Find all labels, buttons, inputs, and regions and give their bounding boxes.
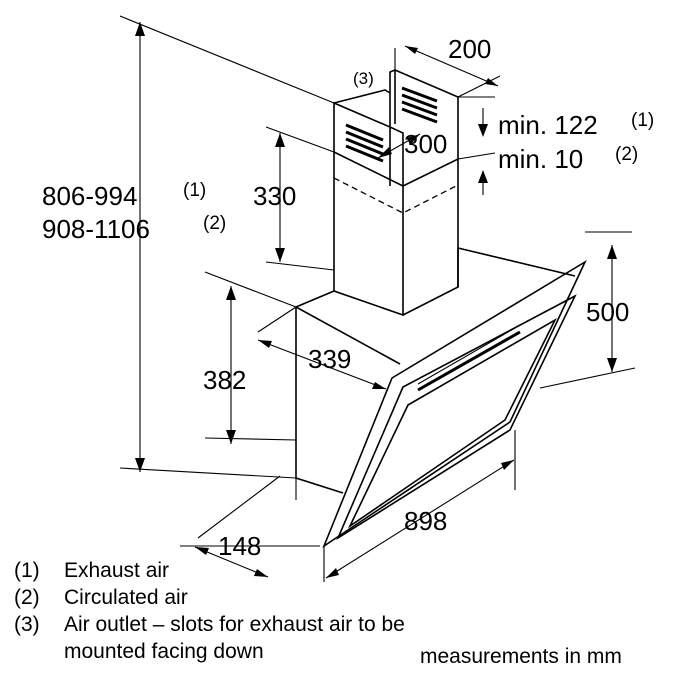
label-glass-height: 500 [586,297,629,327]
label-wall-offset: 148 [218,531,261,561]
legend-item3-text-line2: mounted facing down [64,640,264,663]
label-min-exhaust-note: (1) [631,110,654,131]
label-chimney-width: 200 [448,34,491,64]
legend-item1-text: Exhaust air [64,559,169,582]
dim-total-height [119,15,335,479]
label-total-height-alt: 908-1106 [42,214,150,244]
label-glass-width: 898 [404,506,447,536]
dim-chimney-height [265,126,335,271]
label-min-circulated: min. 10 [498,144,583,174]
dim-wall-offset [180,475,320,578]
chimney [333,69,459,317]
label-chimney-height: 330 [253,181,296,211]
label-total-height-alt-note: (2) [203,213,226,234]
label-total-height: 806-994 [42,181,137,211]
legend-item3-num: (3) [14,613,40,636]
legend: (1) Exhaust air (2) Circulated air (3) A… [14,559,405,663]
label-chimney-depth: 300 [404,129,447,159]
label-body-depth: 339 [308,344,351,374]
units-note: measurements in mm [420,645,622,668]
legend-item1-num: (1) [14,559,40,582]
legend-item2-text: Circulated air [64,586,188,609]
legend-item2-num: (2) [14,586,40,609]
dim-min-gaps [457,96,496,195]
dim-glass-width [323,430,516,582]
dim-body-depth [257,306,387,390]
label-min-circulated-note: (2) [615,144,638,165]
dim-glass-height [539,231,636,389]
label-min-exhaust: min. 122 [498,110,598,140]
legend-item3-text-line1: Air outlet – slots for exhaust air to be [64,613,405,636]
label-total-height-note: (1) [183,180,206,201]
glass-panel [322,259,587,549]
dim-chimney-width [394,45,501,98]
label-body-height: 382 [203,365,246,395]
dim-body-height [204,271,297,444]
label-outlet-marker: (3) [353,69,374,88]
vent-slots-front [345,123,384,163]
vent-slots-upper [401,86,438,124]
